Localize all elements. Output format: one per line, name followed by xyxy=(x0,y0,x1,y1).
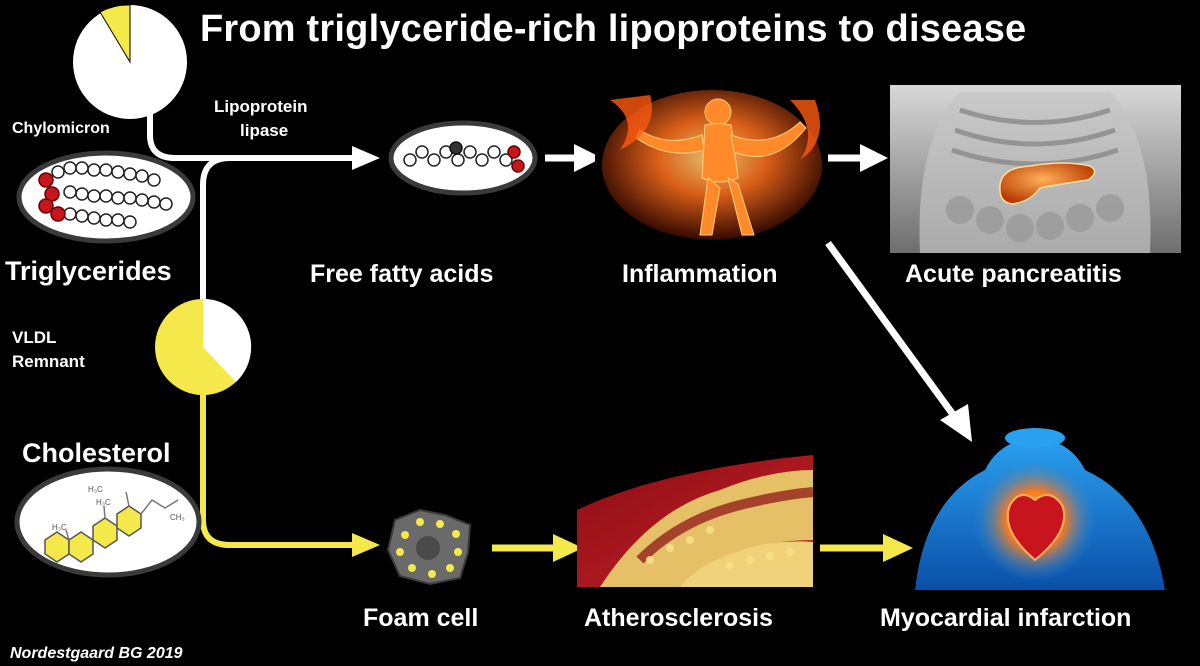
arrow-to-atherosclerosis xyxy=(553,534,583,562)
chylomicron-to-ffa-path xyxy=(147,95,352,161)
inflammation-image xyxy=(595,85,827,243)
myocardial-infarction-image xyxy=(915,428,1165,590)
label-lipoprotein-lipase-line2: lipase xyxy=(240,121,289,140)
pancreatitis-image xyxy=(890,85,1181,253)
label-triglycerides: Triglycerides xyxy=(5,256,172,286)
remnant-to-ffa-path xyxy=(200,155,231,300)
atherosclerosis-image xyxy=(577,455,814,587)
label-foam-cell: Foam cell xyxy=(363,604,479,632)
arrow-to-mi-yellow xyxy=(883,534,913,562)
molecule-label-h3c-top: H₃C xyxy=(88,485,103,494)
vldl-remnant-pie-icon xyxy=(155,298,252,395)
foam-cell-icon xyxy=(386,508,472,586)
arrow-to-inflammation xyxy=(574,144,602,172)
label-atherosclerosis: Atherosclerosis xyxy=(584,604,773,632)
molecule-label-h3c-mid: H₃C xyxy=(96,498,111,507)
molecule-label-ch3: CH₃ xyxy=(170,513,185,522)
pancreas-icon xyxy=(999,162,1096,205)
label-myocardial-infarction: Myocardial infarction xyxy=(880,604,1132,632)
label-inflammation: Inflammation xyxy=(622,260,778,288)
citation-credit: Nordestgaard BG 2019 xyxy=(10,645,183,662)
label-lipoprotein-lipase-line1: Lipoprotein xyxy=(214,97,308,116)
chylomicron-pie-icon xyxy=(73,4,187,119)
triglyceride-molecule-icon xyxy=(16,150,196,244)
label-acute-pancreatitis: Acute pancreatitis xyxy=(905,260,1122,288)
page-title: From triglyceride-rich lipoproteins to d… xyxy=(200,8,1027,50)
arrow-to-pancreatitis xyxy=(860,144,888,172)
cholesterol-molecule-icon: H₃C H₃C H₃C CH₃ xyxy=(14,466,202,578)
remnant-to-foam-path xyxy=(200,395,352,548)
inflammation-to-mi-line xyxy=(825,240,960,423)
arrow-to-mi xyxy=(940,404,972,442)
label-cholesterol: Cholesterol xyxy=(22,438,171,468)
label-remnant: Remnant xyxy=(12,352,85,371)
label-chylomicron: Chylomicron xyxy=(12,120,110,137)
heart-icon xyxy=(1006,494,1066,562)
arrow-to-foam xyxy=(352,533,380,557)
arrow-to-ffa xyxy=(352,146,380,170)
molecule-label-h3c-left: H₃C xyxy=(52,523,67,532)
label-vldl: VLDL xyxy=(12,328,57,347)
label-free-fatty-acids: Free fatty acids xyxy=(310,260,494,288)
fatty-acid-molecule-icon xyxy=(388,120,538,196)
